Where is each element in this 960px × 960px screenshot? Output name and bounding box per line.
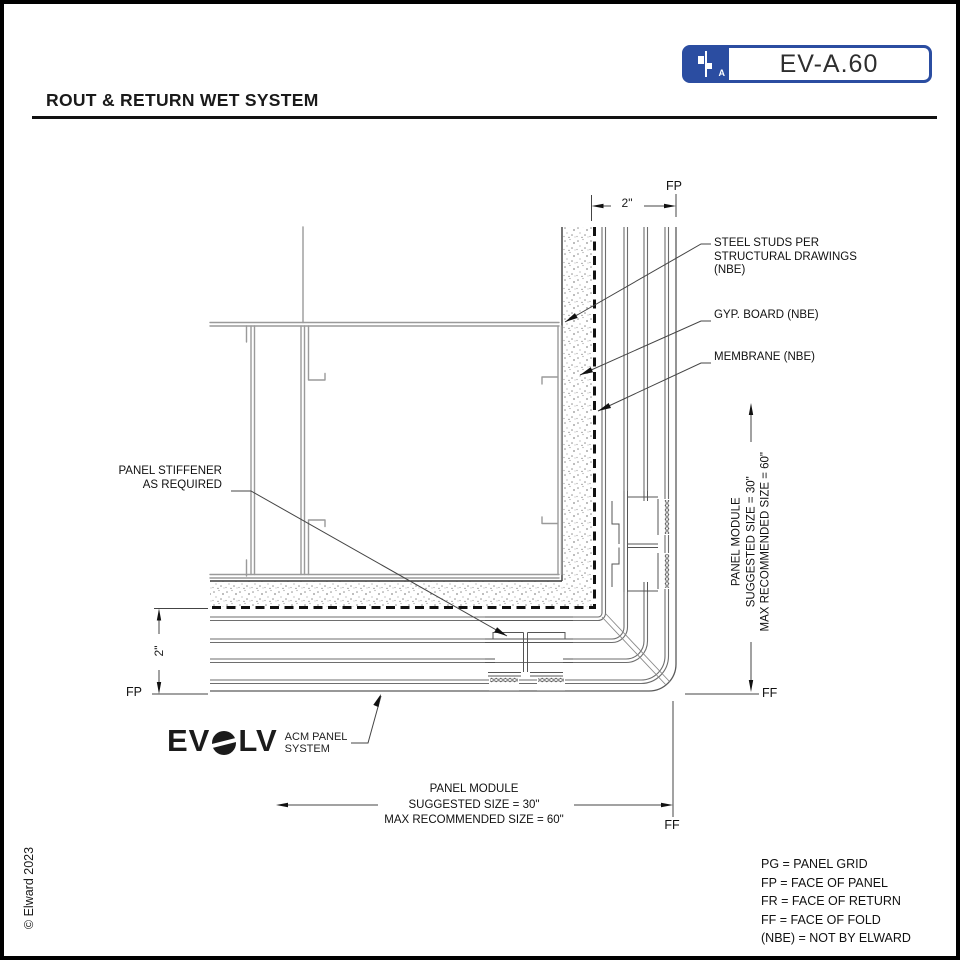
corner-fold-miter (601, 613, 670, 686)
sealant-coil-bottom-right (538, 677, 564, 690)
leader-steel-studs (564, 243, 711, 323)
page-title: ROUT & RETURN WET SYSTEM (46, 90, 319, 110)
leader-membrane (597, 362, 711, 412)
leader-stiffener (231, 490, 508, 637)
membrane-dashed-line (210, 227, 596, 609)
panel-detail-icon: A (685, 48, 729, 80)
title-rule (32, 116, 937, 119)
sealant-coil-right-upper (662, 500, 675, 534)
leader-logo (351, 695, 382, 744)
legend-item: FR = FACE OF RETURN (761, 894, 901, 908)
arrowheads (156, 203, 754, 808)
copyright-text: © Elward 2023 (22, 846, 36, 930)
dimension-left-2in (152, 608, 208, 695)
clip-assembly-right (610, 491, 675, 592)
sealant-coil-bottom-left (490, 677, 518, 690)
steel-stud-framing (209, 226, 563, 579)
gyp-board-hatch (210, 227, 593, 607)
note-panel-module-bottom: PANEL MODULE SUGGESTED SIZE = 30" MAX RE… (384, 783, 564, 826)
logo-text-post: LV (238, 723, 278, 758)
note-steel-studs: STEEL STUDS PER STRUCTURAL DRAWINGS (NBE… (714, 237, 857, 276)
drawing-number-badge: A EV-A.60 (682, 45, 932, 83)
note-membrane: MEMBRANE (NBE) (714, 351, 815, 363)
abbreviation-legend: PG = PANEL GRID FP = FACE OF PANEL FR = … (761, 855, 911, 948)
label-fp-top: FP (666, 179, 682, 193)
label-fp-left: FP (126, 685, 142, 699)
note-panel-stiffener: PANEL STIFFENER AS REQUIRED (118, 465, 222, 491)
legend-item: PG = PANEL GRID (761, 857, 868, 871)
dimension-bottom-panel-module (288, 701, 674, 817)
evolv-o-icon (212, 731, 237, 755)
drawing-number: EV-A.60 (779, 49, 879, 78)
legend-item: (NBE) = NOT BY ELWARD (761, 931, 911, 945)
legend-item: FF = FACE OF FOLD (761, 912, 881, 927)
label-ff-bottom: FF (664, 818, 680, 832)
evolv-logo: EV LV ACM PANEL SYSTEM (167, 723, 347, 759)
note-panel-module-right: PANEL MODULE SUGGESTED SIZE = 30" MAX RE… (730, 452, 772, 632)
sealant-coil-right-lower (662, 554, 675, 588)
leader-lines (231, 243, 711, 744)
dim-text-left: 2" (152, 645, 166, 657)
label-ff-right: FF (762, 686, 778, 700)
legend-item: FP = FACE OF PANEL (761, 875, 889, 890)
detail-drawing-canvas (152, 194, 759, 817)
logo-text-pre: EV (167, 723, 211, 758)
badge-icon-letter: A (718, 68, 726, 78)
logo-subtitle: ACM PANEL SYSTEM (284, 731, 348, 755)
clip-assembly-bottom (485, 612, 573, 691)
dimension-right-panel-module (685, 415, 759, 695)
leader-gyp-board (579, 320, 711, 376)
dimension-top-2in (591, 194, 677, 221)
dim-text-top: 2" (621, 196, 633, 210)
note-gyp-board: GYP. BOARD (NBE) (714, 309, 819, 321)
